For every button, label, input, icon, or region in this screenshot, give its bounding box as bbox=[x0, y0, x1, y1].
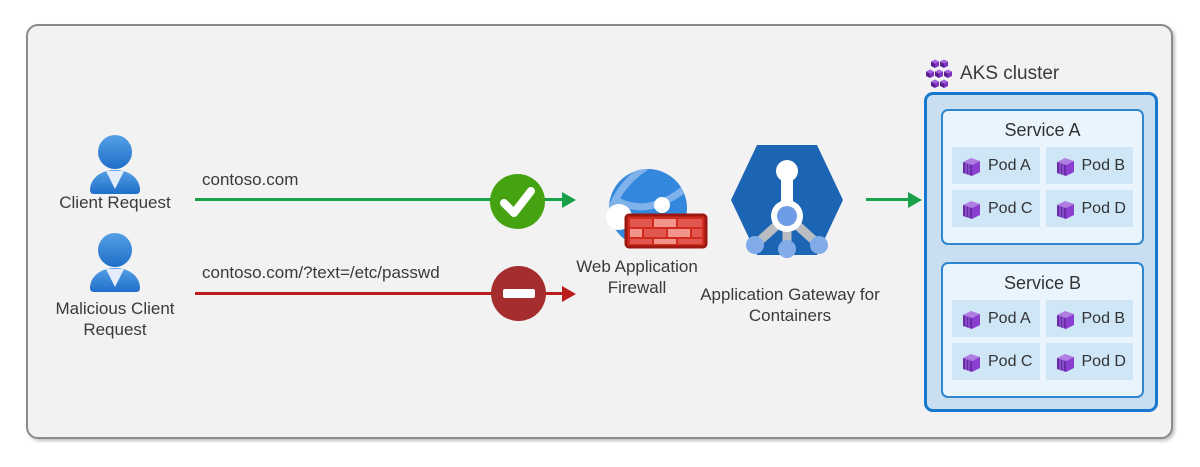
container-pod-icon bbox=[1055, 199, 1075, 220]
pod-item: Pod D bbox=[1045, 190, 1133, 227]
aks-hexagon-cluster-icon bbox=[926, 59, 952, 88]
client-request-label: Client Request bbox=[59, 193, 171, 212]
pod-label: Pod C bbox=[988, 352, 1033, 370]
arrow-right-icon bbox=[562, 192, 576, 208]
pod-label: Pod B bbox=[1081, 309, 1126, 327]
service-a-title: Service A bbox=[1004, 120, 1081, 140]
service-b-pod-grid: Pod A Pod B Pod C Pod D bbox=[943, 298, 1142, 380]
gateway-label: Application Gateway for Containers bbox=[700, 285, 880, 325]
pod-item: Pod D bbox=[1045, 343, 1133, 380]
pod-label: Pod D bbox=[1081, 199, 1126, 217]
pod-label: Pod B bbox=[1081, 156, 1126, 174]
container-pod-icon bbox=[962, 352, 981, 373]
block-bar bbox=[502, 289, 535, 298]
pod-label: Pod C bbox=[988, 199, 1033, 217]
allowed-flow-line bbox=[195, 198, 563, 201]
person-icon bbox=[90, 233, 140, 292]
checkmark-badge-icon bbox=[490, 174, 545, 229]
globe-firewall-icon bbox=[606, 169, 708, 249]
service-b-box: Service B Pod A Pod B Pod C Pod D bbox=[941, 262, 1144, 398]
pod-label: Pod A bbox=[988, 309, 1031, 327]
waf-label: Web Application Firewall bbox=[576, 257, 698, 297]
pod-item: Pod A bbox=[952, 147, 1040, 184]
container-pod-icon bbox=[1055, 352, 1075, 373]
pod-item: Pod B bbox=[1045, 300, 1133, 337]
aks-cluster-title: AKS cluster bbox=[960, 63, 1060, 84]
person-icon bbox=[90, 135, 140, 194]
pod-item: Pod C bbox=[952, 190, 1040, 227]
request-url-text: contoso.com bbox=[202, 170, 299, 189]
pod-label: Pod A bbox=[988, 156, 1031, 174]
arrow-right-icon bbox=[562, 286, 576, 302]
gateway-to-aks-line bbox=[866, 198, 910, 201]
block-badge-icon bbox=[491, 266, 546, 321]
container-pod-icon bbox=[962, 309, 981, 330]
app-gateway-hexagon-icon bbox=[731, 145, 843, 258]
malicious-request-url-text: contoso.com/?text=/etc/passwd bbox=[202, 263, 440, 282]
pod-label: Pod D bbox=[1081, 352, 1126, 370]
container-pod-icon bbox=[962, 199, 981, 220]
container-pod-icon bbox=[1055, 156, 1075, 177]
container-pod-icon bbox=[1055, 309, 1075, 330]
malicious-client-request-label: Malicious Client Request bbox=[55, 299, 175, 339]
pod-item: Pod A bbox=[952, 300, 1040, 337]
service-a-pod-grid: Pod A Pod B Pod C Pod D bbox=[943, 145, 1142, 227]
blocked-flow-line bbox=[195, 292, 563, 295]
arrow-right-icon bbox=[908, 192, 922, 208]
pod-item: Pod B bbox=[1045, 147, 1133, 184]
aks-cluster-box: Service A Pod A Pod B Pod C Pod D bbox=[924, 92, 1158, 412]
container-pod-icon bbox=[962, 156, 981, 177]
pod-item: Pod C bbox=[952, 343, 1040, 380]
service-b-title: Service B bbox=[1003, 273, 1082, 293]
service-a-box: Service A Pod A Pod B Pod C Pod D bbox=[941, 109, 1144, 245]
